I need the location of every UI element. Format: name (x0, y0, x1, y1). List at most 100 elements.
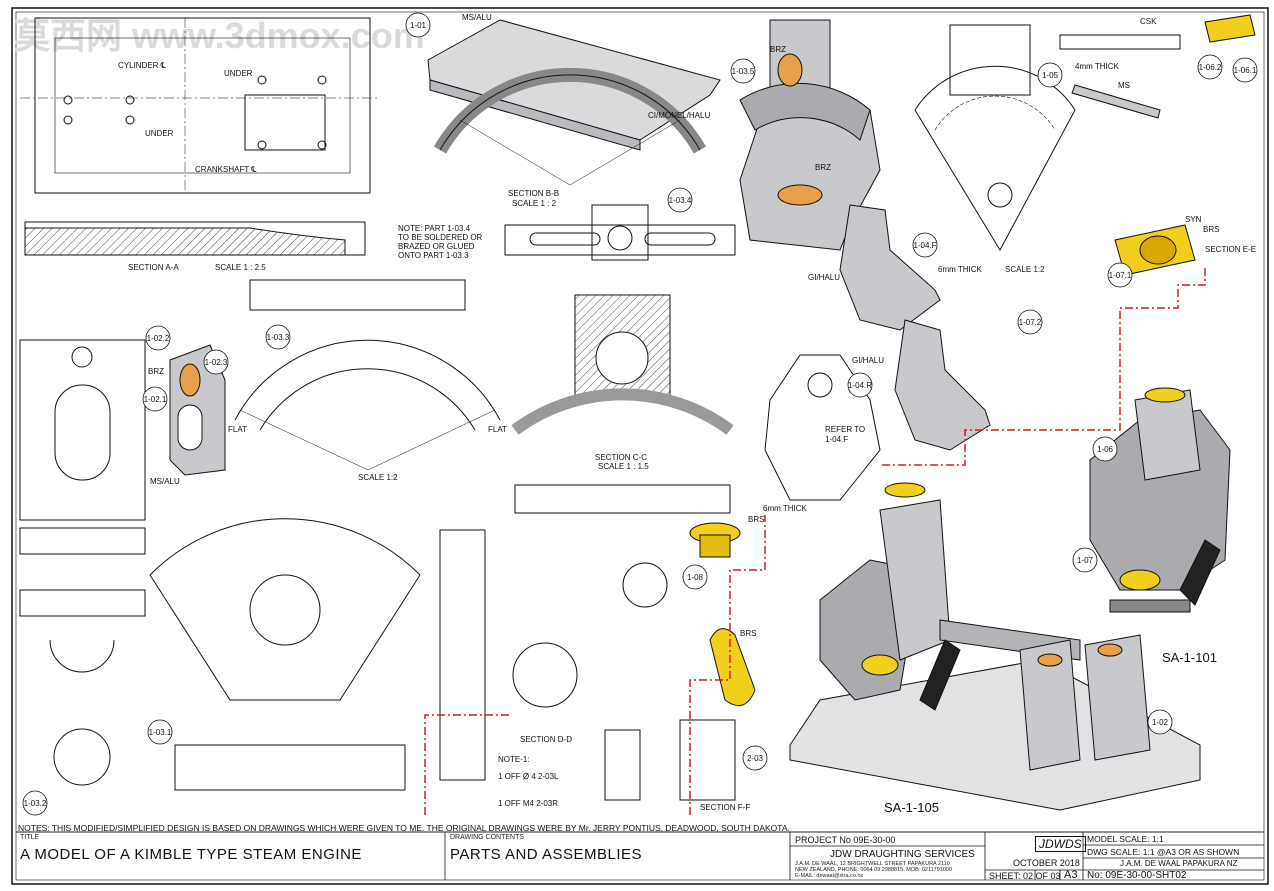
balloon-circle (667, 187, 693, 213)
part-1-02-front (19, 339, 146, 786)
balloon-circle (1197, 54, 1223, 80)
balloon-circle (847, 372, 873, 398)
balloon-label: 1-03.4 (669, 196, 692, 205)
project-number: PROJECT No 09E-30-00 (795, 835, 896, 845)
balloon-label: 1-02.2 (147, 334, 170, 343)
balloon-circle (145, 325, 171, 351)
balloon-circle (1232, 57, 1258, 83)
address-line-2: NEW ZEALAND. PHONE: 0064 09 2988815, MOB… (795, 867, 953, 873)
six-mm-label-2: 6mm THICK (763, 504, 808, 513)
notes-line: NOTES: THIS MODIFIED/SIMPLIFIED DESIGN I… (18, 823, 790, 833)
note1-line-b: 1 OFF M4 2-03R (498, 799, 558, 808)
assembly-sa-1-105 (789, 482, 1201, 811)
note-part-line1: NOTE: PART 1-03.4 (398, 224, 471, 233)
address-line-1: J.A.M. DE WAAL, 12 BRIGHTWELL STREET PAP… (795, 861, 950, 867)
note-part-line2: TO BE SOLDERED OR (398, 233, 483, 242)
balloon-label: 2-03 (747, 754, 764, 763)
balloon-circle (147, 719, 173, 745)
note1-line-a: 1 OFF Ø 4 2-03L (498, 772, 559, 781)
part-1-03-3-arc (234, 279, 501, 471)
assembly-boundary (424, 268, 1206, 815)
title-block-frame (16, 831, 1264, 880)
balloon-circle (1147, 709, 1173, 735)
ms-alu-label: MS/ALU (462, 13, 492, 22)
balloon-label: 1-02.3 (205, 358, 228, 367)
brz-label-2: BRZ (815, 163, 831, 172)
section-cc-label: SECTION C-C (595, 453, 647, 462)
balloon-circle (142, 386, 168, 412)
balloon-label: 1-03.3 (267, 333, 290, 342)
balloon-label: 1-04.F (913, 241, 936, 250)
balloon-label: 1-06 (1097, 445, 1114, 454)
drawing-scale: DWG SCALE: 1:1 @A3 OR AS SHOWN (1087, 847, 1240, 857)
balloon-label: 1-07.1 (1109, 271, 1132, 280)
balloon-circle (1017, 309, 1043, 335)
section-d-f (512, 562, 736, 801)
note1-title: NOTE-1: (498, 755, 530, 764)
ms-label: MS (1118, 81, 1130, 90)
section-b-b-arc (433, 67, 707, 186)
balloon-circle (1107, 262, 1133, 288)
copyright: J.A.M. DE WAAL PAPAKURA NZ (1120, 859, 1238, 868)
watermark: 莫西网 www.3dmox.com (14, 15, 425, 56)
sheet-size: A3 (1064, 869, 1078, 881)
balloon-label: 1-03.2 (24, 799, 47, 808)
flat-label: FLAT (228, 425, 247, 434)
ms-alu-label-2: MS/ALU (150, 477, 180, 486)
ci-monel-label: CI/MONEL/HALU (648, 111, 710, 120)
drawing-date: OCTOBER 2018 (1013, 858, 1080, 868)
six-mm-label: 6mm THICK (938, 265, 983, 274)
section-ff-label: SECTION F-F (700, 803, 750, 812)
syn-label: SYN (1185, 215, 1202, 224)
balloon-circle (22, 790, 48, 816)
balloon-label: 1-05 (1042, 71, 1059, 80)
part-2-03 (709, 628, 756, 707)
balloon-label: 1-02 (1152, 718, 1169, 727)
company-logo: JDWDS (1035, 836, 1086, 852)
under-label-2: UNDER (145, 129, 174, 138)
part-1-08 (689, 522, 741, 558)
four-mm-label: 4mm THICK (1075, 62, 1120, 71)
balloon-label: 1-07.2 (1019, 318, 1042, 327)
assembly-105-label: SA-1-105 (884, 800, 939, 815)
drawing-contents: PARTS AND ASSEMBLIES (450, 846, 643, 863)
note-part-line3: BRAZED OR GLUED (398, 242, 475, 251)
balloon-circle (682, 564, 708, 590)
balloon-label: 1-02.1 (144, 395, 167, 404)
refer-label: REFER TO (825, 425, 865, 434)
section-ee-label: SECTION E-E (1205, 245, 1256, 254)
balloon-circle (265, 324, 291, 350)
refer-label-2: 1-04.F (825, 435, 848, 444)
part-1-05 (1059, 34, 1181, 119)
part-1-04-plates (839, 204, 991, 451)
company-name: JDW DRAUGHTING SERVICES (830, 849, 975, 860)
address-line-3: E-MAIL: dewaal@xtra.co.nz (795, 873, 864, 879)
part-1-06-2 (1114, 14, 1256, 276)
balloon-label: 1-03.5 (732, 67, 755, 76)
section-a-a-view (24, 221, 366, 256)
section-bb-label: SECTION B-B (508, 189, 559, 198)
drawing-title: A MODEL OF A KIMBLE TYPE STEAM ENGINE (20, 846, 362, 863)
brz-label-3: BRZ (148, 367, 164, 376)
crankshaft-label: CRANKSHAFT ℄ (195, 165, 257, 174)
balloon-circle (405, 12, 431, 38)
assembly-101-label: SA-1-101 (1162, 650, 1217, 665)
balloon-circle (203, 349, 229, 375)
scale-bb-label: SCALE 1 : 2 (512, 199, 557, 208)
balloon-label: 1-01 (410, 21, 427, 30)
scale-12-label: SCALE 1:2 (1005, 265, 1045, 274)
balloon-circle (912, 232, 938, 258)
drawing-number: No: 09E-30-00-SHT02 (1087, 870, 1187, 881)
section-c-c (511, 294, 734, 514)
part-1-03-iso (739, 19, 881, 251)
part-1-01-iso (427, 19, 721, 151)
part-1-01-plan (20, 17, 380, 194)
flat-label-2: FLAT (488, 425, 507, 434)
part-1-03-1 (174, 529, 486, 791)
brs-label-3: BRS (740, 629, 756, 638)
brz-label: BRZ (770, 45, 786, 54)
balloon-circle (730, 58, 756, 84)
csk-label: CSK (1140, 17, 1157, 26)
balloon-circle (742, 745, 768, 771)
